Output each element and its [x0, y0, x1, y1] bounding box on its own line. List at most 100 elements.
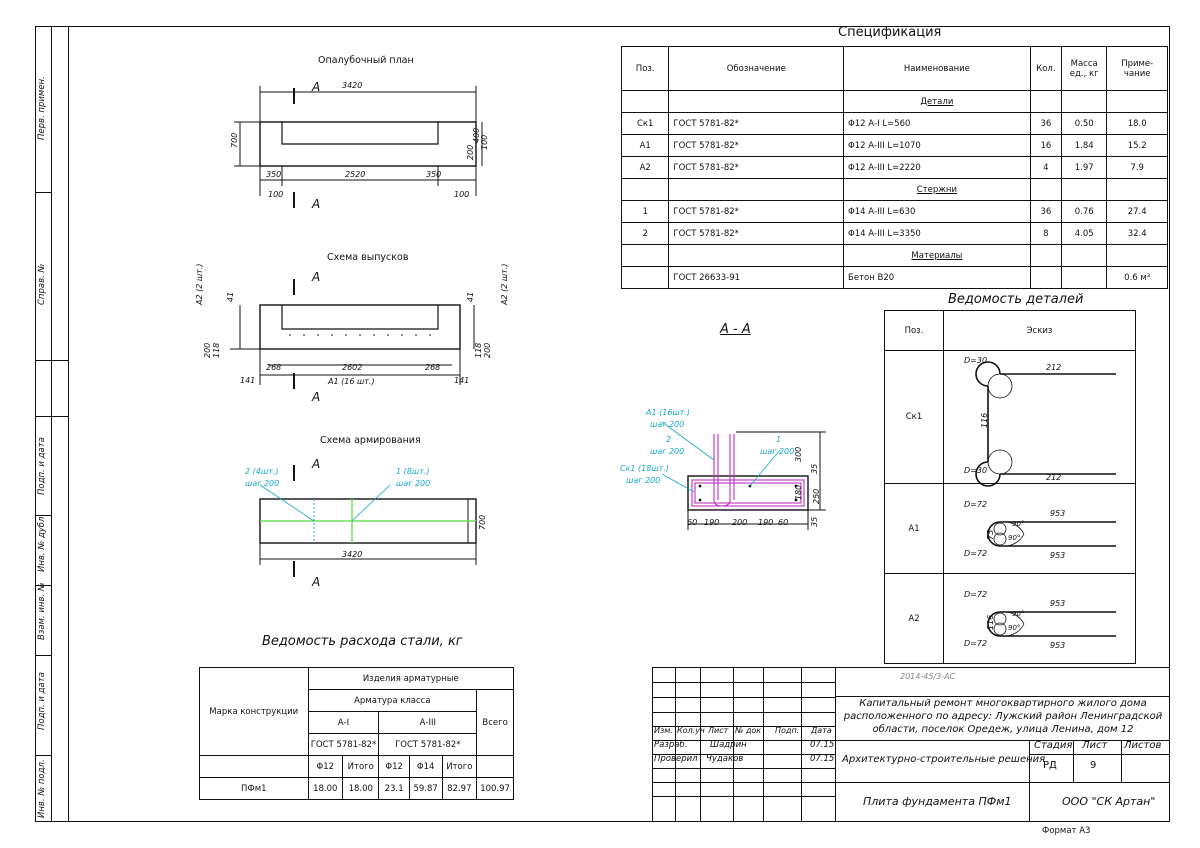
tb-date-dev: 07.15: [810, 740, 835, 750]
outlets-dim-overall: 2602: [342, 363, 363, 372]
outlets-dim-off-right: 141: [454, 376, 470, 385]
spec-section-name: Детали: [843, 90, 1031, 113]
reinforcement-section-bottom: А: [312, 575, 321, 589]
spec-cell-name: Φ12 А-III L=1070: [843, 134, 1031, 157]
steel-h-col: Φ14: [408, 755, 443, 778]
side-label-first-use: Перв. примен.: [37, 76, 47, 140]
spec-h-name: Наименование: [843, 46, 1031, 91]
steel-cell-total: 100.97: [476, 777, 514, 800]
outlets-dim-118: 118: [212, 342, 221, 358]
spec-h-qty: Кол.: [1029, 46, 1063, 91]
parts-a2-len-top: 953: [1050, 599, 1066, 608]
side-label-dup: Инв. № дубл.: [37, 513, 47, 572]
parts-ck1-len-bot: 212: [1046, 473, 1062, 482]
spec-cell-note: 32.4: [1106, 222, 1168, 245]
tb-name-check: Чудаков: [706, 754, 744, 764]
formwork-drawing: [234, 86, 483, 208]
tb-h-izm: Изм.: [654, 726, 673, 735]
spec-h-doc: Обозначение: [668, 46, 845, 91]
parts-a1-len-bot: 953: [1050, 551, 1066, 560]
spec-cell-name: Бетон В20: [843, 266, 1031, 289]
outlets-dim-41b: 41: [466, 291, 475, 302]
parts-cell-pos: Ск1: [884, 350, 944, 484]
steel-cell: 18.00: [341, 777, 380, 800]
section-aa-label-a1: А1 (16шт.): [646, 408, 691, 417]
parts-sketches: [975, 361, 1116, 637]
steel-h-col: Φ12: [378, 755, 410, 778]
tb-h-kol: Кол.уч: [677, 726, 705, 735]
section-aa-label-2-step: шаг 200: [650, 447, 685, 456]
formwork-title: Опалубочный план: [318, 55, 414, 66]
spec-cell-doc: ГОСТ 5781-82*: [668, 222, 845, 245]
outlets-section-top: А: [312, 270, 321, 284]
side-label-ref: Справ. №: [37, 263, 47, 305]
formwork-dim-overall: 3420: [342, 81, 363, 90]
reinforcement-label-left-step: шаг 200: [245, 479, 280, 488]
tb-sheet: 9: [1090, 760, 1097, 771]
formwork-dim-off-right: 100: [454, 190, 470, 199]
section-aa-dim-60b: 60: [778, 518, 789, 527]
parts-a1-d-bot: D=72: [964, 549, 988, 558]
steel-cell: 59.87: [408, 777, 443, 800]
outlets-dim-200b: 200: [483, 342, 492, 358]
steel-h-a1: А-I: [307, 711, 380, 734]
spec-cell-doc: ГОСТ 5781-82*: [668, 200, 845, 223]
formwork-section-bottom: А: [312, 197, 321, 211]
spec-cell-qty: 36: [1029, 200, 1063, 223]
spec-cell-doc: ГОСТ 26633-91: [668, 266, 845, 289]
spec-cell-note: 27.4: [1106, 200, 1168, 223]
section-aa-dim-250: 250: [812, 488, 821, 504]
section-aa-label-1: 1: [776, 435, 782, 444]
spec-cell-qty: [1029, 266, 1063, 289]
tb-role-check: Проверил: [654, 754, 698, 764]
section-aa-label-ck1: Ск1 (18шт.): [620, 464, 669, 473]
steel-title: Ведомость расхода стали, кг: [262, 634, 463, 649]
spec-h-mass: Масса ед., кг: [1060, 46, 1108, 91]
spec-cell-pos: А2: [620, 156, 670, 179]
parts-a2-len-bot: 953: [1050, 641, 1066, 650]
formwork-dim-200: 200: [466, 144, 475, 160]
parts-row: Ск1: [884, 350, 1136, 484]
tb-code: 2014-45/3-АС: [900, 672, 956, 681]
spec-cell-pos: 2: [620, 222, 670, 245]
outlets-section-bottom: А: [312, 390, 321, 404]
tb-sheet-h: Лист: [1082, 740, 1108, 751]
parts-a1-angle-1: 90°: [1012, 520, 1025, 528]
spec-cell-note: 18.0: [1106, 112, 1168, 135]
section-aa-title: А - А: [720, 322, 751, 337]
outlets-a2-left: А2 (2 шт.): [195, 263, 204, 305]
outlets-dim-200: 200: [203, 342, 212, 358]
tb-stage-h: Стадия: [1034, 740, 1073, 751]
spec-cell-note: 7.9: [1106, 156, 1168, 179]
spec-cell-pos: [620, 266, 670, 289]
spec-cell-mass: 1.84: [1060, 134, 1108, 157]
section-aa-dim-200: 200: [732, 518, 748, 527]
spec-cell-doc: ГОСТ 5781-82*: [668, 112, 845, 135]
tb-object: Капитальный ремонт многоквартирного жило…: [843, 698, 1163, 735]
spec-cell-mass: 0.50: [1060, 112, 1108, 135]
reinforcement-dim-overall: 3420: [342, 550, 363, 559]
parts-cell-pos: А2: [884, 573, 944, 664]
spec-cell-qty: 8: [1029, 222, 1063, 245]
outlets-a2-right: А2 (2 шт.): [500, 263, 509, 305]
spec-section-name: Стержни: [843, 178, 1031, 201]
tb-h-doc: № док: [735, 726, 762, 735]
parts-h-pos: Поз.: [884, 310, 944, 351]
steel-h-total: Всего: [476, 689, 514, 756]
spec-cell-pos: Ск1: [620, 112, 670, 135]
parts-row: А1: [884, 483, 1136, 574]
section-aa-label-1-step: шаг 200: [760, 447, 795, 456]
spec-cell-name: Φ14 А-III L=630: [843, 200, 1031, 223]
spec-section-name: Материалы: [843, 244, 1031, 267]
spec-section-row: Материалы: [620, 244, 1168, 267]
section-aa-dim-190b: 190: [758, 518, 774, 527]
spec-title: Спецификация: [838, 25, 942, 40]
tb-sheets-h: Листов: [1124, 740, 1162, 751]
parts-h-sketch: Эскиз: [943, 310, 1136, 351]
reinforcement-section-top: А: [312, 457, 321, 471]
steel-h-a3: А-III: [378, 711, 478, 734]
parts-ck1-vert: 116: [980, 412, 989, 428]
